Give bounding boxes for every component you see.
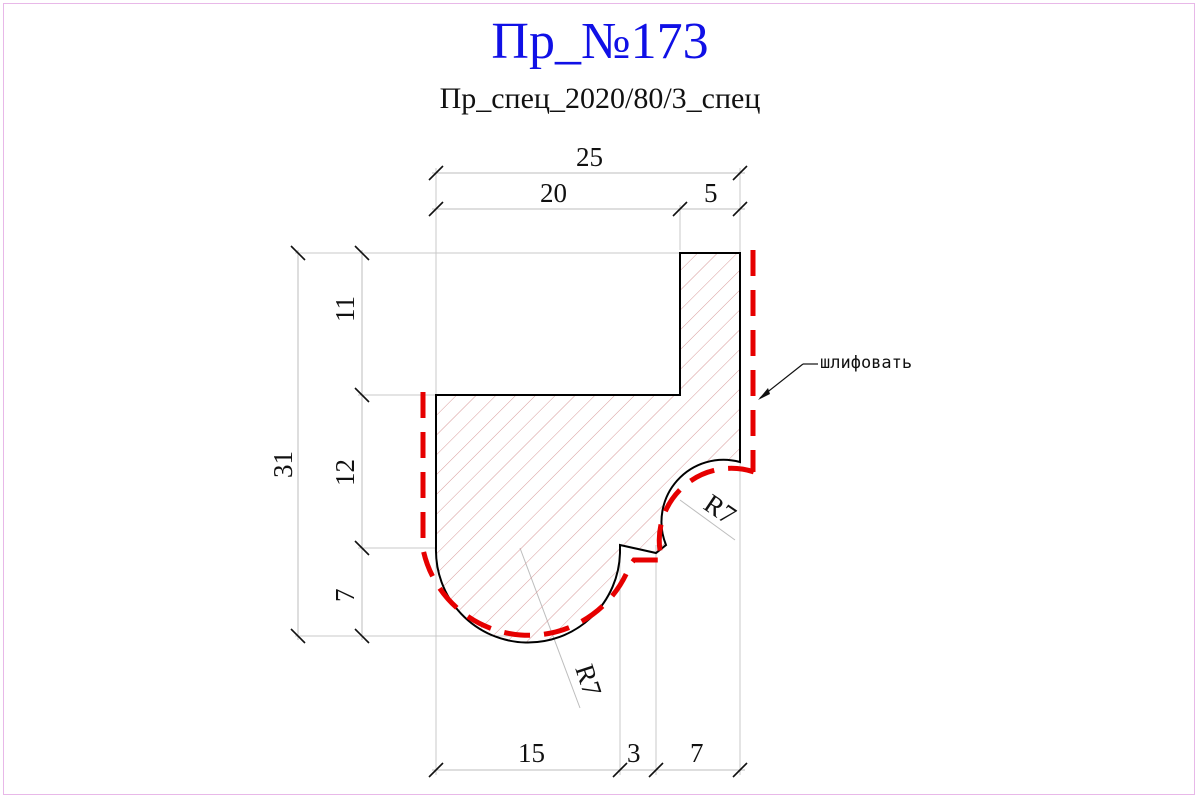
dim-left-upper: 11	[330, 296, 360, 322]
dim-top-total: 25	[576, 142, 603, 172]
dim-left-middle: 12	[330, 459, 360, 486]
sanding-lines	[420, 250, 756, 638]
annotation-leader	[758, 363, 818, 400]
dim-radius-upper: R7	[699, 488, 742, 530]
drawing-subtitle: Пр_спец_2020/80/3_спец	[439, 82, 761, 115]
dim-left-lower: 7	[330, 589, 360, 603]
drawing-title: Пр_№173	[491, 13, 709, 70]
dimension-ticks	[290, 165, 748, 778]
dim-bottom-left: 15	[518, 738, 545, 768]
dim-bottom-middle: 3	[627, 738, 641, 768]
dim-top-right: 5	[704, 178, 718, 208]
sanding-annotation: шлифовать	[820, 353, 912, 373]
drawing-frame	[3, 3, 1195, 795]
profile-outline	[434, 252, 741, 644]
dim-top-left: 20	[540, 178, 567, 208]
dim-left-total: 31	[268, 451, 298, 478]
dim-bottom-right: 7	[690, 738, 704, 768]
